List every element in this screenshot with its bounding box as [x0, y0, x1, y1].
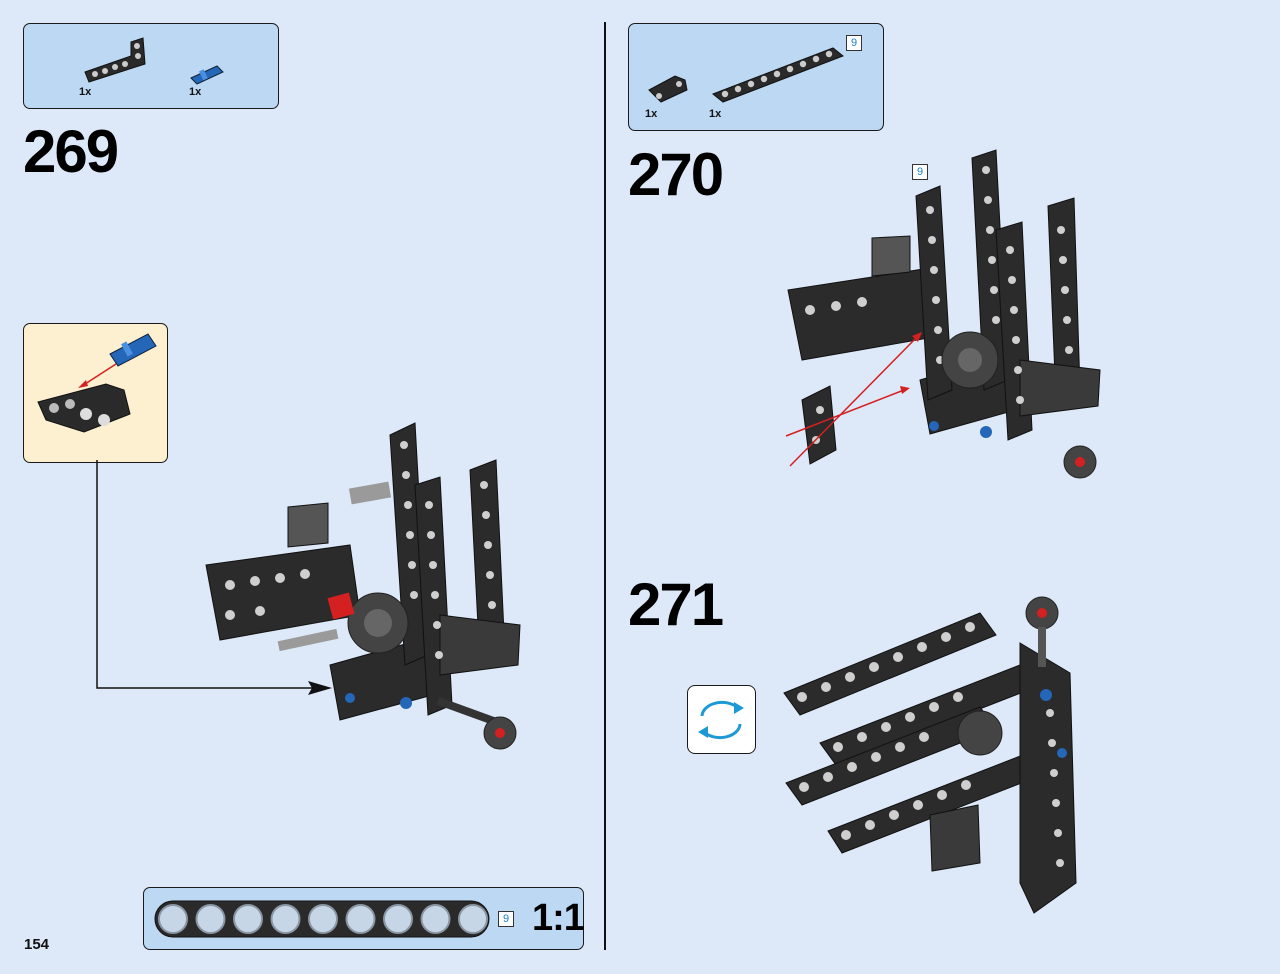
- ruler-hole: [345, 904, 376, 934]
- ruler-scale-label: 1:1: [532, 897, 585, 939]
- ruler-hole: [233, 904, 263, 934]
- step-270-number: 270: [628, 141, 724, 208]
- l-beam-part-icon: [84, 37, 146, 83]
- step-269-parts-panel: 1x 1x: [23, 23, 279, 109]
- callout-l-beam-icon: [37, 383, 131, 433]
- step-270-parts-panel: 1x 1x 9: [628, 23, 884, 131]
- beam-9-part-icon: [712, 47, 844, 103]
- crank-arm-part-icon: [648, 75, 688, 103]
- callout-assembly-icon: [37, 333, 157, 433]
- step-270-model-length-badge: 9: [912, 164, 928, 180]
- rotate-model-icon: [698, 700, 744, 740]
- step-269-part-1-qty: 1x: [79, 86, 92, 98]
- step-270-part-2-qty: 1x: [709, 108, 722, 120]
- callout-blue-pin-icon: [109, 333, 157, 367]
- step-269-part-2-qty: 1x: [189, 86, 202, 98]
- page-divider: [604, 22, 606, 950]
- step-271-number: 271: [628, 571, 724, 638]
- step-270-part-1-qty: 1x: [645, 108, 658, 120]
- rotate-model-box: [687, 685, 756, 754]
- step-269-model-icon: [205, 422, 521, 750]
- ruler-hole: [420, 904, 451, 934]
- ruler-hole: [270, 904, 301, 934]
- ruler-length-badge: 9: [498, 911, 514, 927]
- step-270-model-icon: [785, 149, 1101, 479]
- callout-connector-line: [96, 460, 332, 695]
- step-270-part-length-badge: 9: [846, 35, 862, 51]
- step-271-model-icon: [783, 596, 1077, 914]
- page-number: 154: [24, 936, 50, 953]
- ruler-hole: [158, 904, 188, 934]
- ruler-hole: [195, 904, 226, 934]
- blue-pin-part-icon: [190, 65, 224, 85]
- ruler-hole: [383, 904, 413, 934]
- ruler-beam-icon: [154, 900, 490, 938]
- ruler-hole: [308, 904, 338, 934]
- step-269-number: 269: [23, 118, 119, 185]
- sub-assembly-callout: [23, 323, 168, 463]
- ruler-hole: [458, 904, 488, 934]
